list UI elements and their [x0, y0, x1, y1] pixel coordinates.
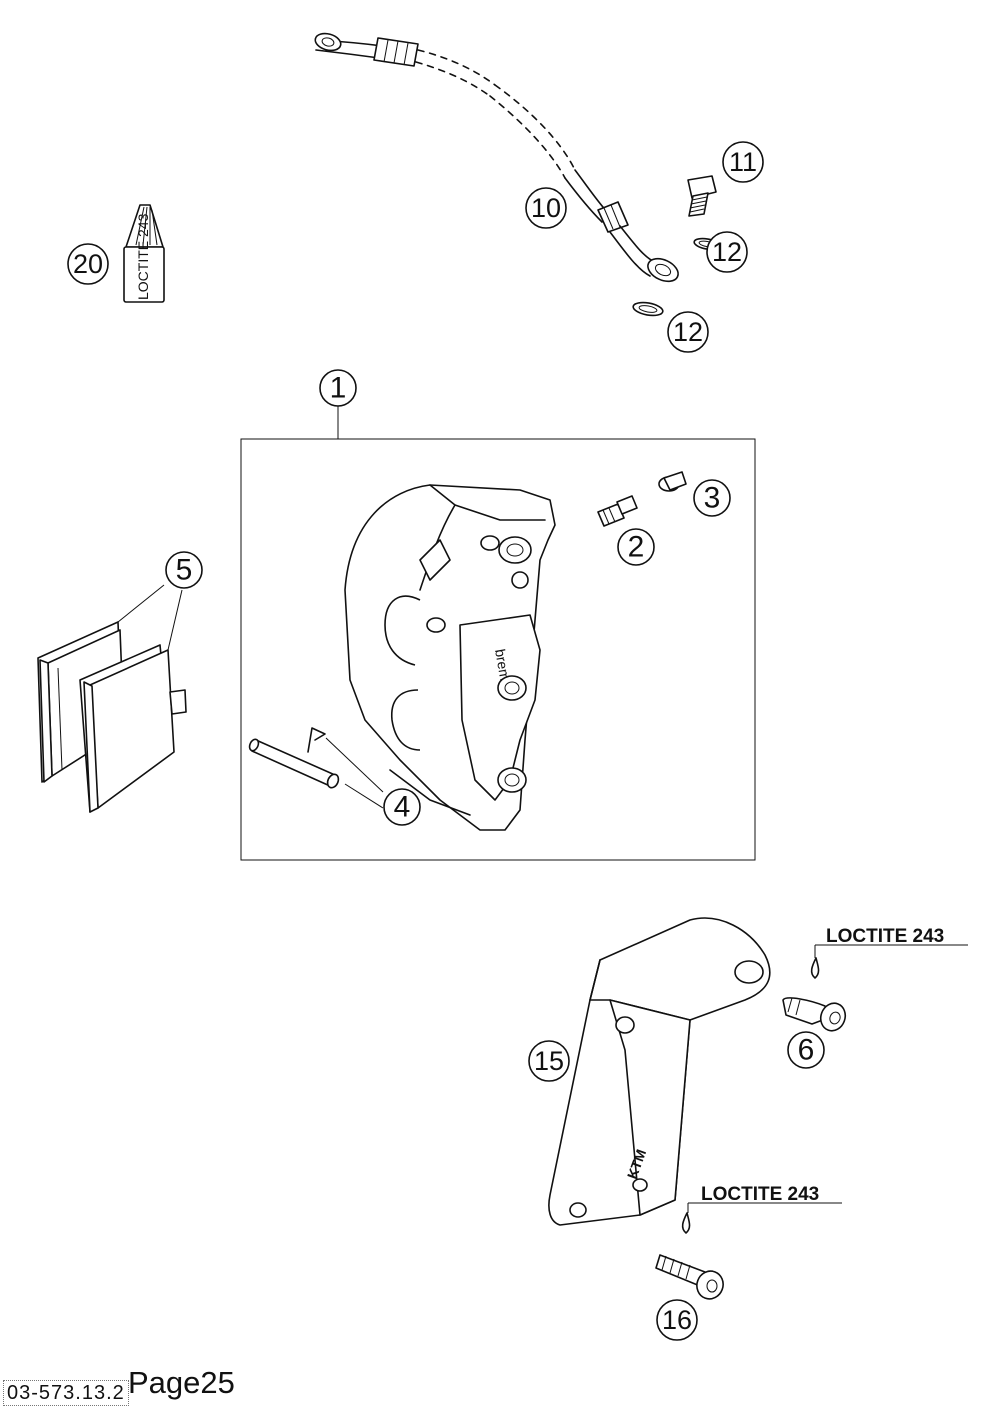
svg-text:10: 10	[531, 193, 561, 223]
banjo-bolt	[687, 175, 717, 217]
callout-6: 6	[787, 1031, 825, 1069]
bleeder-screw	[597, 495, 638, 527]
sealing-ring	[632, 301, 664, 317]
can-label: LOCTITE 243	[135, 213, 151, 300]
callout-12: 12	[667, 311, 709, 353]
callout-1: 1	[319, 369, 357, 407]
svg-text:5: 5	[176, 554, 193, 587]
svg-text:6: 6	[798, 1034, 815, 1067]
pad-pin	[248, 727, 340, 789]
callout-11: 11	[722, 141, 764, 183]
footer-part-code: 03-573.13.2	[3, 1380, 129, 1406]
svg-text:16: 16	[662, 1305, 692, 1335]
svg-text:4: 4	[394, 791, 411, 824]
callout-2: 2	[617, 528, 655, 566]
callout-5: 5	[165, 551, 203, 589]
bracket-screw-upper	[782, 957, 847, 1032]
svg-text:11: 11	[729, 147, 757, 177]
svg-text:20: 20	[73, 249, 103, 279]
svg-text:12: 12	[712, 237, 742, 267]
brake-pad-set	[37, 621, 187, 813]
brake-caliper: brembo	[344, 484, 556, 831]
bleeder-cap	[658, 471, 687, 492]
svg-text:2: 2	[628, 531, 645, 564]
svg-text:12: 12	[673, 317, 703, 347]
callout-4: 4	[383, 788, 421, 826]
caliper-bracket: KTM	[548, 917, 771, 1226]
callout-16: 16	[656, 1299, 698, 1341]
callout-20: 20	[67, 243, 109, 285]
bracket-screw-lower	[655, 1212, 724, 1300]
caliper-group-frame	[240, 438, 756, 861]
brake-hose	[314, 32, 679, 283]
callout-3: 3	[693, 479, 731, 517]
svg-text:1: 1	[330, 372, 347, 405]
svg-text:15: 15	[534, 1046, 564, 1076]
loctite-label: LOCTITE 243	[826, 926, 944, 947]
footer-page-label: Page25	[128, 1365, 235, 1400]
loctite-can: LOCTITE 243	[123, 204, 165, 303]
callout-12: 12	[706, 231, 748, 273]
callout-15: 15	[528, 1040, 570, 1082]
svg-text:3: 3	[704, 482, 721, 515]
loctite-label: LOCTITE 243	[701, 1184, 819, 1205]
callout-10: 10	[525, 187, 567, 229]
